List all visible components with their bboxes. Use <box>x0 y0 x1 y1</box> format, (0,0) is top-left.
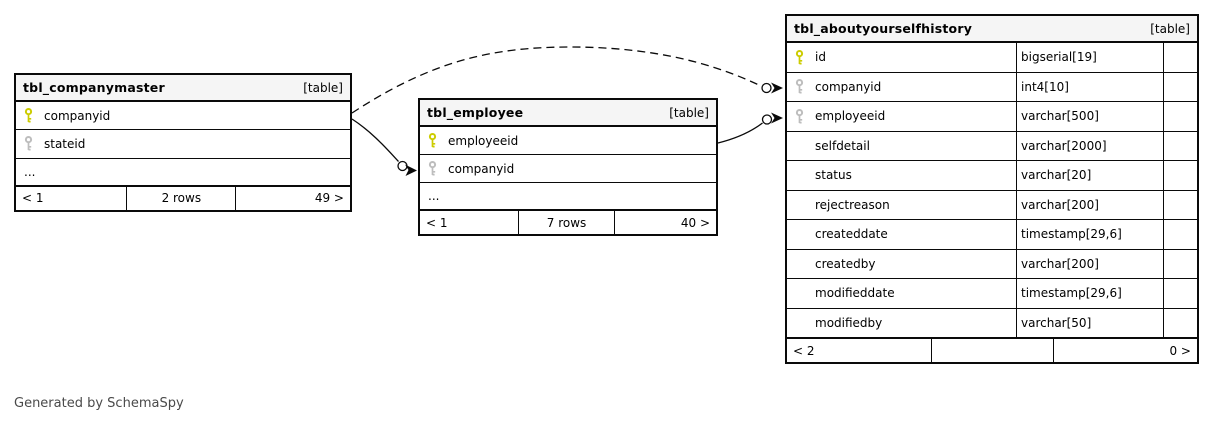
column-row: companyid int4[10] <box>787 72 1197 102</box>
column-row: modifiedby varchar[50] <box>787 308 1197 338</box>
table-name: tbl_aboutyourselfhistory <box>794 21 973 36</box>
table-header[interactable]: tbl_employee [table] <box>420 100 716 127</box>
spacer-cell <box>1164 220 1197 249</box>
more-columns-row: ... <box>420 183 716 209</box>
foreign-key-icon <box>795 79 804 94</box>
column-name: companyid <box>448 161 515 176</box>
spacer-cell <box>1164 102 1197 131</box>
column-row: createdby varchar[200] <box>787 249 1197 279</box>
column-name: createddate <box>815 227 888 242</box>
child-count: 0 > <box>1169 343 1191 358</box>
column-name: stateid <box>44 136 86 151</box>
table-header[interactable]: tbl_aboutyourselfhistory [table] <box>787 16 1197 43</box>
table-node-companymaster[interactable]: tbl_companymaster [table] companyid stat… <box>14 73 352 212</box>
table-type-badge: [table] <box>669 105 709 120</box>
relationship-employee-to-aboutyourselfhistory-employeeid <box>717 112 783 144</box>
table-footer: < 1 2 rows 49 > <box>16 184 350 210</box>
relationship-companymaster-to-employee-companyid <box>351 118 417 176</box>
column-name: modifieddate <box>815 286 895 301</box>
spacer-cell <box>1164 43 1197 72</box>
column-name: status <box>815 168 852 183</box>
table-name: tbl_companymaster <box>23 80 165 95</box>
column-row: employeeid <box>420 127 716 155</box>
column-name: selfdetail <box>815 138 870 153</box>
table-footer: < 2 0 > <box>787 337 1197 362</box>
spacer-cell <box>1164 191 1197 220</box>
row-count: 7 rows <box>517 211 616 234</box>
column-row: selfdetail varchar[2000] <box>787 131 1197 161</box>
column-type: int4[10] <box>1017 72 1164 101</box>
primary-key-icon <box>795 49 804 65</box>
column-row: rejectreason varchar[200] <box>787 190 1197 220</box>
arrowhead-icon <box>771 82 783 94</box>
column-name: companyid <box>44 108 111 123</box>
spacer-cell <box>1164 279 1197 308</box>
column-row: stateid <box>16 130 350 159</box>
column-name: employeeid <box>448 133 519 148</box>
table-footer: < 1 7 rows 40 > <box>420 209 716 234</box>
ellipsis-label: ... <box>24 164 36 179</box>
column-type: varchar[200] <box>1017 190 1164 219</box>
parent-count: < 1 <box>426 215 448 230</box>
column-row: createddate timestamp[29,6] <box>787 220 1197 250</box>
foreign-key-icon <box>428 161 437 176</box>
table-type-badge: [table] <box>1150 21 1190 36</box>
cardinality-circle-icon <box>761 114 773 125</box>
parent-count: < 2 <box>793 343 815 358</box>
spacer-cell <box>1164 161 1197 190</box>
column-name: id <box>815 50 826 65</box>
relationship-companymaster-to-aboutyourselfhistory-companyid <box>351 46 783 114</box>
arrowhead-icon <box>405 164 417 176</box>
column-type: varchar[50] <box>1017 308 1164 337</box>
column-name: createdby <box>815 256 876 271</box>
generated-by-note: Generated by SchemaSpy <box>14 396 184 411</box>
column-name: modifiedby <box>815 315 883 330</box>
column-row: status varchar[20] <box>787 161 1197 191</box>
table-node-aboutyourselfhistory[interactable]: tbl_aboutyourselfhistory [table] id bigs… <box>785 14 1199 364</box>
table-name: tbl_employee <box>427 105 524 120</box>
column-row: companyid <box>420 155 716 183</box>
column-row: modifieddate timestamp[29,6] <box>787 279 1197 309</box>
column-name: companyid <box>815 79 882 94</box>
primary-key-icon <box>428 133 437 148</box>
foreign-key-icon <box>795 108 804 124</box>
spacer-cell <box>1164 73 1197 102</box>
child-count: 49 > <box>314 191 344 206</box>
column-row: employeeid varchar[500] <box>787 102 1197 132</box>
row-count <box>930 339 1054 362</box>
spacer-cell <box>1164 132 1197 161</box>
arrowhead-icon <box>771 112 783 124</box>
column-type: varchar[2000] <box>1017 131 1164 160</box>
more-columns-row: ... <box>16 159 350 185</box>
column-row: id bigserial[19] <box>787 43 1197 73</box>
table-node-employee[interactable]: tbl_employee [table] employeeid companyi… <box>418 98 718 236</box>
column-type: timestamp[29,6] <box>1017 220 1164 249</box>
child-count: 40 > <box>680 215 711 230</box>
column-name: rejectreason <box>815 197 890 212</box>
column-name: employeeid <box>815 109 886 124</box>
column-type: varchar[20] <box>1017 161 1164 190</box>
column-type: timestamp[29,6] <box>1017 279 1164 308</box>
column-row: companyid <box>16 102 350 131</box>
column-type: varchar[200] <box>1017 249 1164 278</box>
row-count: 2 rows <box>126 186 237 210</box>
spacer-cell <box>1164 309 1197 338</box>
foreign-key-icon <box>24 136 33 151</box>
ellipsis-label: ... <box>428 189 440 203</box>
spacer-cell <box>1164 250 1197 279</box>
table-type-badge: [table] <box>303 80 343 95</box>
table-header[interactable]: tbl_companymaster [table] <box>16 75 350 102</box>
table-body: id bigserial[19] companyid int4[10] <box>787 43 1197 337</box>
column-type: bigserial[19] <box>1017 43 1164 72</box>
primary-key-icon <box>24 108 33 123</box>
cardinality-circle-icon <box>761 82 772 94</box>
parent-count: < 1 <box>22 191 44 206</box>
cardinality-circle-icon <box>397 160 408 172</box>
column-type: varchar[500] <box>1017 102 1164 131</box>
